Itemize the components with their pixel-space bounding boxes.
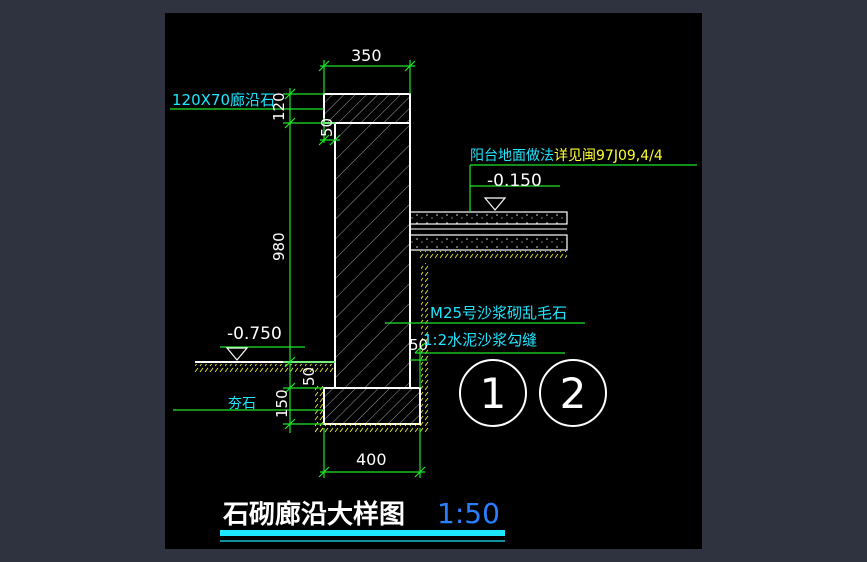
rubble-wall xyxy=(334,122,411,389)
dim-bottom-width: 400 xyxy=(356,450,387,469)
dim-wall-height: 980 xyxy=(270,232,288,261)
detail-number-1: 1 xyxy=(480,369,507,418)
dim-cap-height: 120 xyxy=(270,92,288,121)
level-lower: -0.750 xyxy=(227,324,282,344)
footing xyxy=(323,387,421,425)
cap-stone xyxy=(323,93,411,124)
drawing-scale: 1:50 xyxy=(437,497,500,530)
balcony-note: 阳台地面做法详见闽97J09,4/4 xyxy=(470,148,663,164)
cap-stone-label: 120X70廊沿石 xyxy=(172,91,275,109)
dim-offset-50: 50 xyxy=(318,118,336,137)
title-underline xyxy=(220,530,505,536)
level-marker-upper xyxy=(483,197,507,211)
ground-soil-left xyxy=(195,364,335,372)
dim-right-50: 50 xyxy=(409,336,428,354)
wall-material-label: M25号沙浆砌乱毛石 xyxy=(430,304,567,322)
dim-step-50: 50 xyxy=(300,367,318,386)
detail-number-2: 2 xyxy=(560,369,587,418)
level-marker-lower xyxy=(225,347,249,361)
soil-bottom xyxy=(315,423,430,433)
dimension-lines xyxy=(170,60,697,478)
floor-layer-1 xyxy=(409,211,568,225)
detail-circle-2 xyxy=(539,359,607,427)
level-upper: -0.150 xyxy=(487,171,542,191)
section-drawing: 350 400 120 50 980 50 150 50 120X70廊沿石 -… xyxy=(170,46,697,542)
detail-circle-1 xyxy=(459,359,527,427)
floor-layer-2 xyxy=(409,234,568,251)
drawing-title: 石砌廊沿大样图 xyxy=(222,499,405,530)
footing-label: 夯石 xyxy=(228,396,256,412)
joint-material-label: 1:2水泥沙浆勾缝 xyxy=(423,331,537,349)
soil-left xyxy=(315,385,323,433)
drawing-canvas: 350 400 120 50 980 50 150 50 120X70廊沿石 -… xyxy=(165,13,702,549)
dim-top-width: 350 xyxy=(351,46,382,65)
dim-footing-height: 150 xyxy=(273,389,291,418)
floor-soil xyxy=(420,251,567,259)
